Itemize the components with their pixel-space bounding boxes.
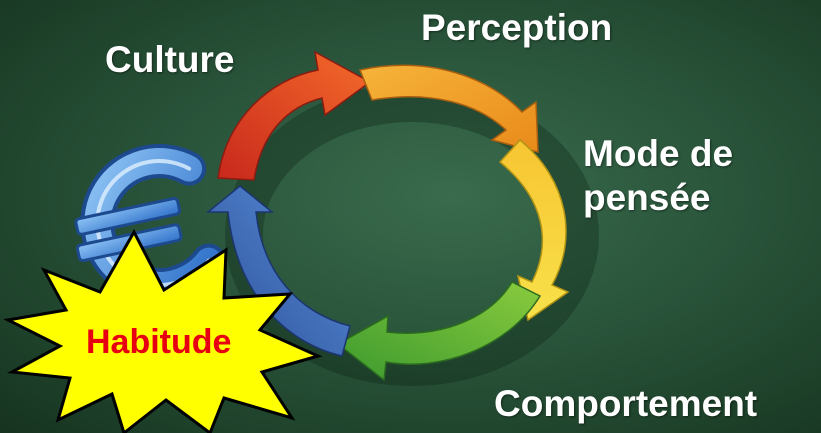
label-perception: Perception [421, 7, 613, 48]
starburst-icon [3, 228, 323, 433]
arrow-blue [205, 185, 351, 357]
label-mode-de-pensee: Mode de pensée [583, 132, 733, 221]
label-habitude: Habitude [86, 323, 232, 361]
arrow-yellow [498, 138, 570, 322]
label-comportement: Comportement [494, 383, 758, 424]
label-mode-line1: Mode de [583, 133, 734, 174]
label-culture: Culture [105, 39, 235, 80]
label-mode-line2: pensée [583, 177, 711, 219]
arrow-red [217, 50, 372, 181]
arrow-orange [358, 64, 539, 153]
